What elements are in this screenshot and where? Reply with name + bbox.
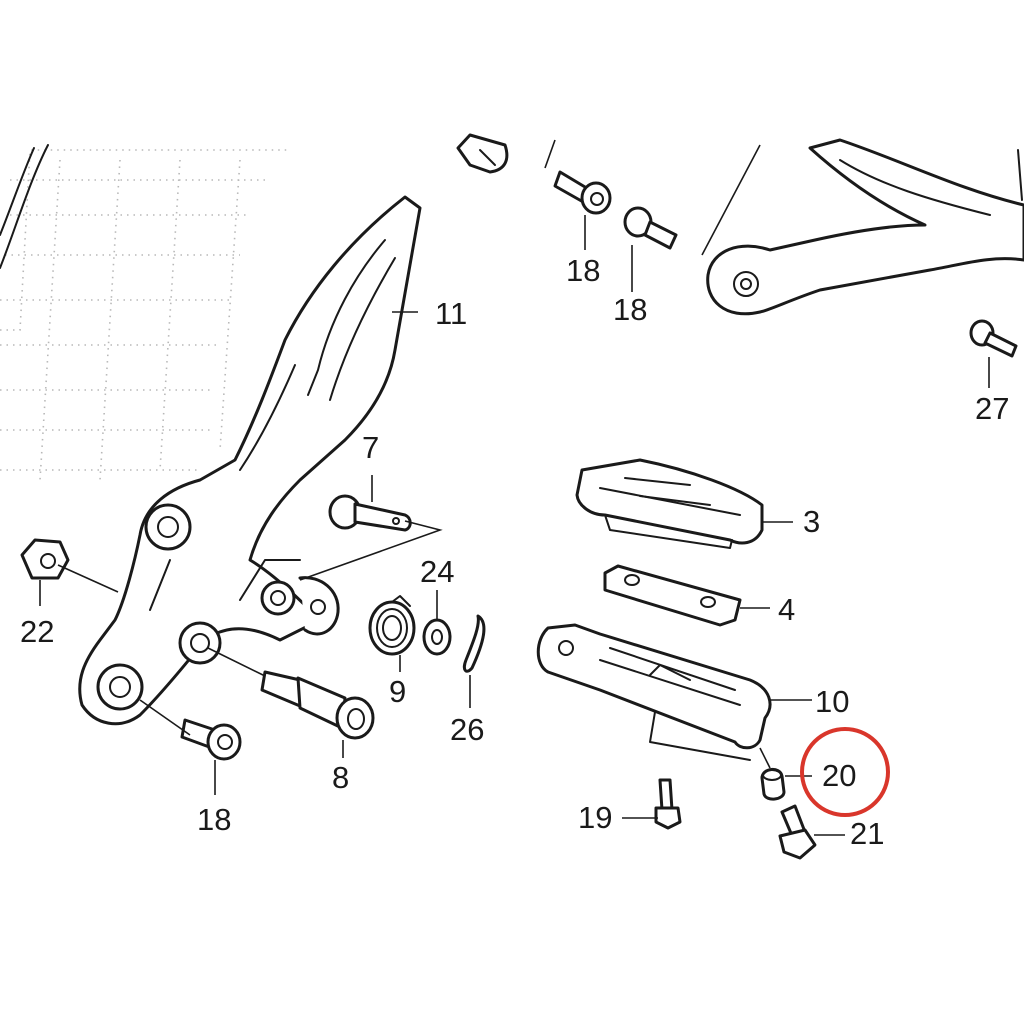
bolt-part-21 (778, 804, 817, 860)
callout-19: 19 (578, 800, 613, 835)
callout-3: 3 (803, 504, 821, 539)
callout-27: 27 (975, 391, 1010, 426)
callout-21: 21 (850, 816, 885, 851)
bolt-part-18b (623, 206, 678, 250)
clevis-pin-part-7 (328, 494, 412, 532)
collar-part-20 (760, 768, 786, 801)
callout-8: 8 (332, 760, 350, 795)
callout-9: 9 (389, 674, 407, 709)
callout-10: 10 (815, 684, 850, 719)
footpeg-bracket-part-11 (78, 195, 422, 726)
bolt-part-19 (654, 778, 682, 830)
nut-part-22 (20, 538, 70, 580)
callout-22: 22 (20, 614, 55, 649)
footpeg-rubber-part-3 (575, 458, 764, 549)
upper-bracket-fragment (456, 133, 509, 174)
lever-arm (706, 138, 1024, 316)
spring-part-9 (368, 595, 416, 656)
bolt-part-18a (553, 170, 612, 215)
washer-part-24 (422, 618, 452, 656)
callout-18a: 18 (566, 253, 601, 288)
plate-part-4 (603, 564, 742, 627)
footpeg-part-10 (536, 623, 772, 761)
callout-7: 7 (362, 430, 380, 465)
callout-18c: 18 (197, 802, 232, 837)
callout-11: 11 (435, 296, 468, 331)
callout-4: 4 (778, 592, 796, 627)
leader-lines (39, 139, 990, 836)
callout-26: 26 (450, 712, 485, 747)
callout-20: 20 (822, 758, 857, 793)
watermark-logo (0, 144, 290, 481)
highlight-circle (800, 727, 890, 817)
cotter-pin-part-26 (462, 614, 486, 673)
pivot-bolt-part-8 (260, 670, 375, 740)
pin-part-27 (969, 319, 1018, 358)
callout-24: 24 (420, 554, 455, 589)
bolt-part-18c (180, 718, 242, 761)
callout-18b: 18 (613, 292, 648, 327)
